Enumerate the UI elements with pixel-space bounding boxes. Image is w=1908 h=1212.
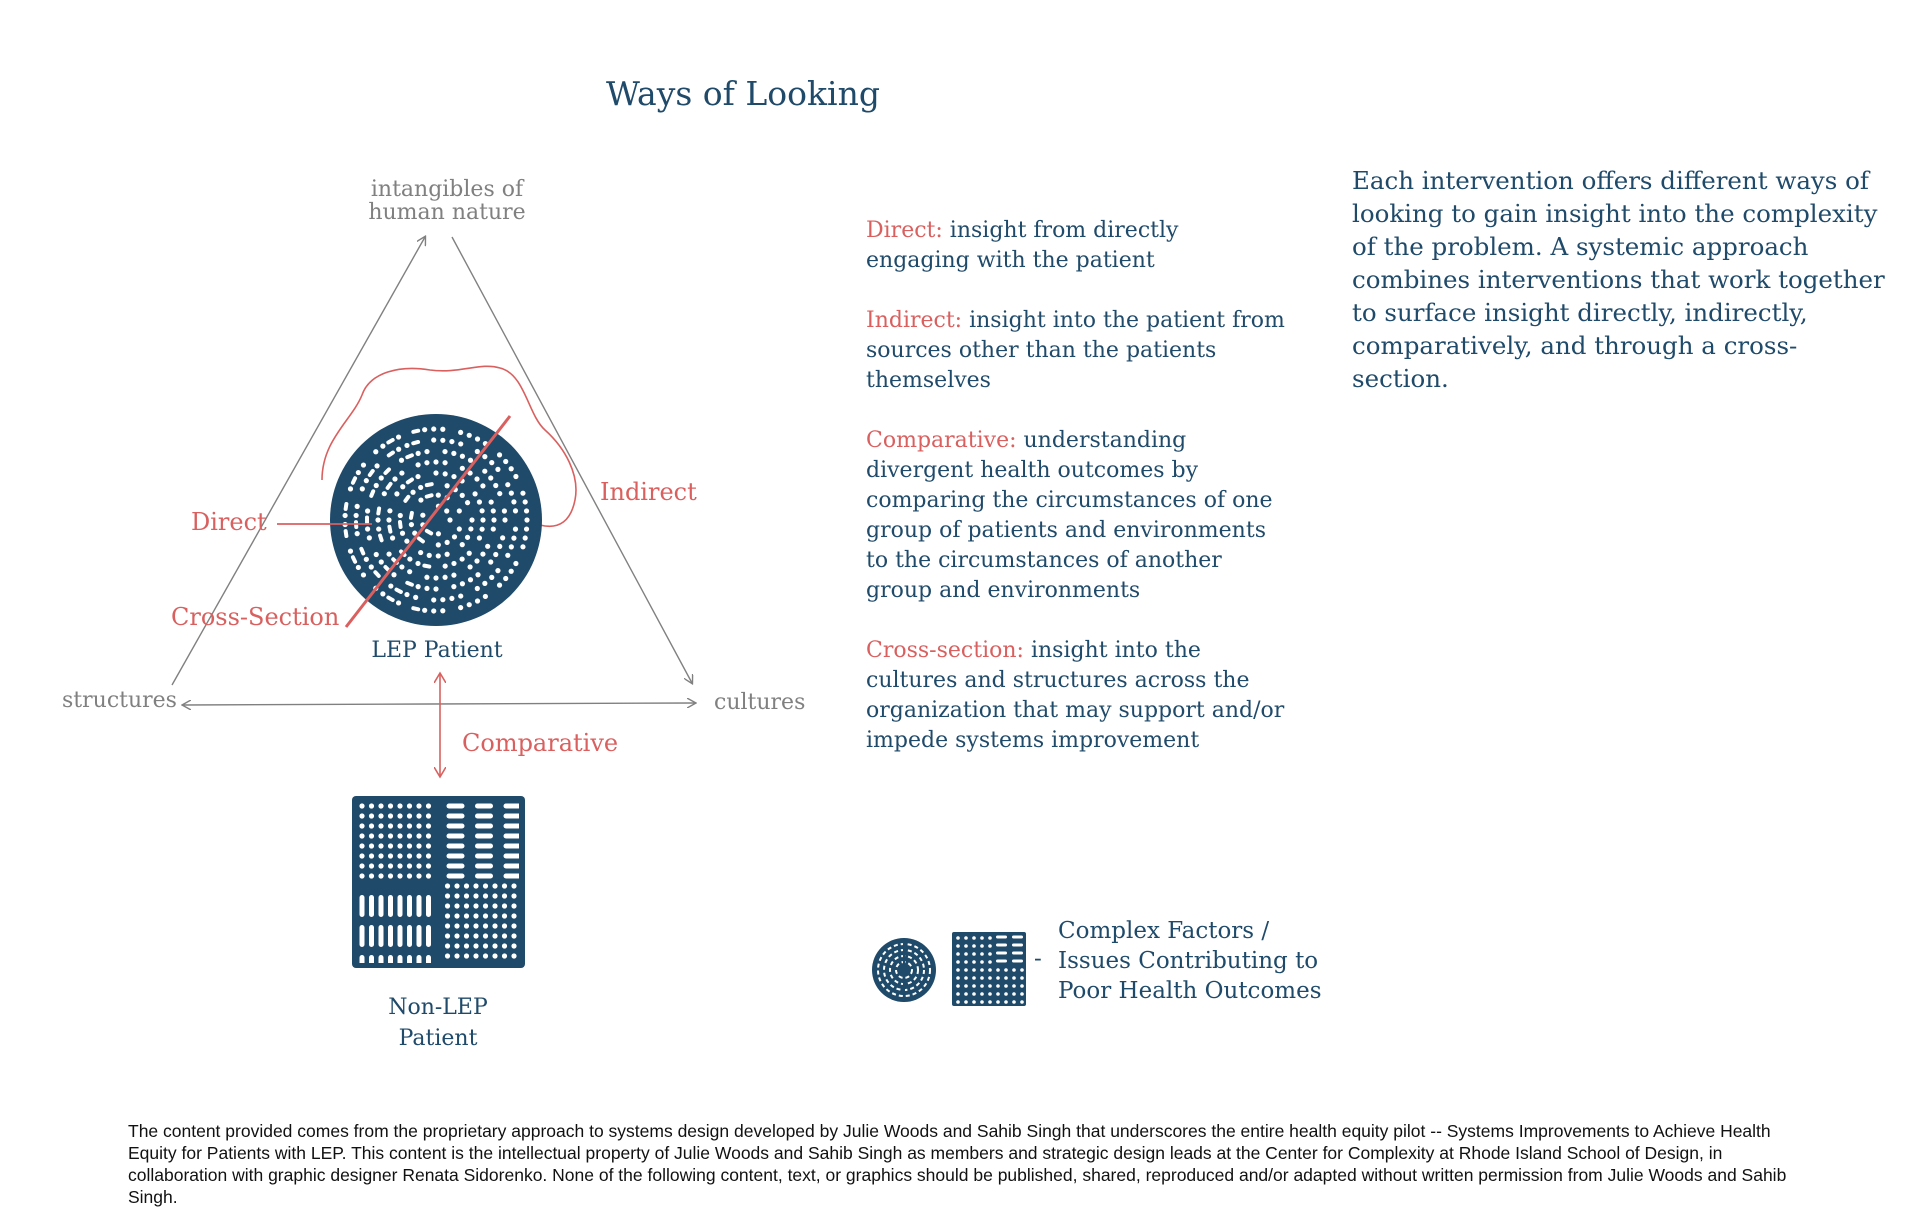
definition-comparative: Comparative: understanding divergent hea… bbox=[866, 426, 1286, 606]
legend-circle-icon bbox=[872, 938, 936, 1002]
comparative-label: Comparative bbox=[462, 729, 618, 757]
indirect-label: Indirect bbox=[600, 478, 697, 506]
page-title: Ways of Looking bbox=[606, 74, 880, 113]
definition-term: Direct: bbox=[866, 218, 943, 243]
definition-text: understanding divergent health outcomes … bbox=[866, 428, 1273, 603]
legend-line1: Complex Factors / bbox=[1058, 918, 1270, 944]
base-edge-arrow-right bbox=[429, 703, 695, 704]
legend-line3: Poor Health Outcomes bbox=[1058, 978, 1322, 1004]
legend-square-icon bbox=[952, 932, 1026, 1006]
definition-text: insight into the cultures and structures… bbox=[866, 638, 1285, 753]
apex-label-top-line2: human nature bbox=[368, 200, 525, 225]
legend-text: Complex Factors / Issues Contributing to… bbox=[1058, 916, 1358, 1006]
right-edge-arrow bbox=[451, 236, 692, 683]
non-lep-label-line1: Non-LEP bbox=[388, 995, 488, 1020]
non-lep-label-line2: Patient bbox=[399, 1026, 478, 1051]
copyright-footer: The content provided comes from the prop… bbox=[128, 1121, 1787, 1207]
definition-text: insight from directly engaging with the … bbox=[866, 218, 1179, 273]
legend-dash: - bbox=[1034, 946, 1042, 972]
definition-term: Cross-section: bbox=[866, 638, 1024, 663]
apex-label-left: structures bbox=[62, 688, 177, 713]
cross-section-line bbox=[344, 415, 512, 628]
definition-term: Indirect: bbox=[866, 308, 963, 333]
left-edge-arrow bbox=[171, 237, 425, 686]
lep-patient-label: LEP Patient bbox=[371, 638, 502, 663]
definition-direct: Direct: insight from directly engaging w… bbox=[866, 216, 1286, 276]
definition-indirect: Indirect: insight into the patient from … bbox=[866, 306, 1286, 396]
apex-label-top-line1: intangibles of bbox=[371, 177, 525, 202]
definition-text: insight into the patient from sources ot… bbox=[866, 308, 1285, 393]
definitions-list: Direct: insight from directly engaging w… bbox=[866, 216, 1286, 786]
indirect-blob bbox=[321, 365, 577, 527]
base-edge-arrow-left bbox=[183, 704, 431, 705]
apex-label-right: cultures bbox=[714, 690, 805, 715]
non-lep-patient-square bbox=[352, 796, 525, 968]
legend-line2: Issues Contributing to bbox=[1058, 948, 1319, 974]
definition-term: Comparative: bbox=[866, 428, 1017, 453]
summary-paragraph: Each intervention offers different ways … bbox=[1352, 166, 1885, 393]
direct-label: Direct bbox=[191, 508, 267, 536]
cross-section-label: Cross-Section bbox=[171, 603, 339, 631]
definition-cross-section: Cross-section: insight into the cultures… bbox=[866, 636, 1286, 756]
lep-patient-circle bbox=[330, 414, 542, 626]
